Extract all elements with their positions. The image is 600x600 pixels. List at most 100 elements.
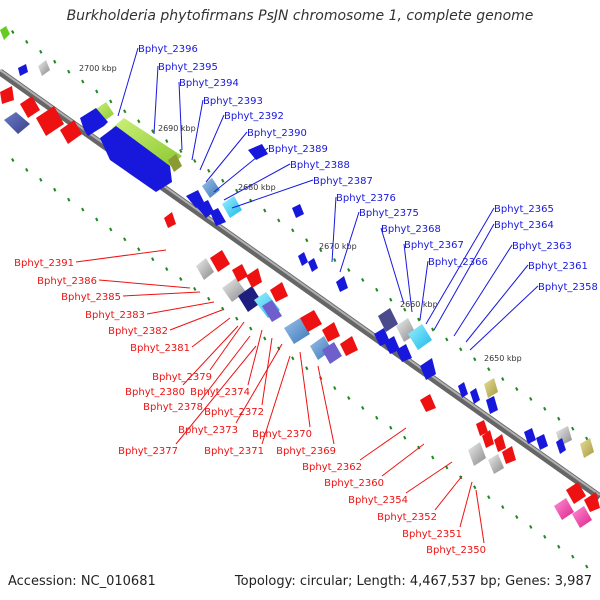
scale-tick [389,297,393,302]
feature-block [468,442,486,466]
reverse-gene-label: Bphyt_2360 [324,478,384,489]
feature-block [580,438,594,458]
scale-tick [53,187,57,192]
scale-tick [333,386,337,391]
scale-tick [53,59,57,64]
scale-tick [277,218,281,223]
reverse-gene-label: Bphyt_2354 [348,495,408,506]
forward-gene-arrow [536,434,548,450]
scale-tick [557,416,561,421]
label-leader-line [433,223,495,331]
forward-gene-arrow [186,190,204,208]
forward-gene-label: Bphyt_2367 [404,240,464,251]
label-leader-line [209,321,245,371]
feature-block [222,196,242,218]
forward-gene-labels: Bphyt_2396Bphyt_2395Bphyt_2394Bphyt_2393… [138,44,598,293]
forward-gene-arrow [486,396,498,414]
forward-gene-arrow [420,358,436,380]
label-leader-line [146,301,215,315]
feature-block [0,26,10,40]
forward-gene-label: Bphyt_2361 [528,261,588,272]
genome-backbone [0,69,600,500]
reverse-gene-label: Bphyt_2374 [190,387,250,398]
scale-tick [151,129,155,134]
feature-block [238,286,262,312]
scale-tick [333,258,337,263]
scale-tick [431,327,435,332]
reverse-gene-arrow [210,250,230,272]
forward-strand-genes [18,64,566,454]
scale-tick [515,515,519,519]
forward-gene-label: Bphyt_2375 [359,208,419,219]
reverse-gene-label: Bphyt_2385 [61,292,121,303]
label-leader-line [231,179,314,209]
position-label: 2700 kbp [79,64,117,73]
forward-gene-label: Bphyt_2396 [138,44,198,55]
label-leader-line [465,264,529,343]
reverse-gene-label: Bphyt_2391 [14,258,74,269]
forward-gene-label: Bphyt_2376 [336,193,396,204]
forward-gene-arrow [308,258,318,272]
feature-block [484,378,498,398]
label-leader-line [317,365,335,445]
scale-tick [25,167,29,172]
reverse-gene-label: Bphyt_2362 [302,462,362,473]
scale-tick [11,158,15,162]
scale-tick [11,30,15,34]
scale-tick [571,426,575,431]
reverse-gene-label: Bphyt_2377 [118,446,178,457]
label-leader-line [247,329,263,386]
reverse-gene-arrow [482,430,494,448]
scale-tick [207,168,211,173]
reverse-gene-arrow [566,482,586,504]
forward-gene-arrow [336,276,348,292]
position-label: 2690 kbp [158,124,196,133]
scale-ticks-upper [11,30,589,441]
scale-tick [571,554,575,559]
reverse-gene-label: Bphyt_2383 [85,310,145,321]
label-leader-line [299,351,311,428]
forward-gene-arrow [458,382,468,398]
reverse-gene-arrow [340,336,358,356]
label-leader-line [261,355,291,445]
label-leader-line [459,481,473,528]
scale-tick [165,139,169,144]
scale-tick [25,39,29,44]
scale-tick [347,268,351,272]
label-leader-line [200,335,251,401]
forward-gene-label: Bphyt_2395 [158,62,218,73]
reverse-gene-label: Bphyt_2378 [143,402,203,413]
scale-tick [515,387,519,391]
scale-tick [529,396,533,401]
genome-title: Burkholderia phytofirmans PsJN chromosom… [66,8,534,24]
forward-gene-label: Bphyt_2387 [313,176,373,187]
label-leader-line [235,343,283,424]
scale-tick [95,89,99,94]
forward-gene-arrow [396,344,412,362]
label-leader-line [122,291,201,297]
forward-gene-arrow [292,204,304,218]
reverse-gene-arrow [0,86,14,104]
scale-tick [319,248,323,253]
forward-gene-arrow [18,64,28,76]
reverse-gene-arrow [322,322,340,342]
label-leader-line [153,65,159,135]
reverse-gene-arrow [36,106,64,136]
scale-tick [473,485,477,490]
label-leader-line [475,489,485,544]
scale-tick [361,277,365,282]
feature-block [310,336,332,360]
reverse-gene-label: Bphyt_2352 [377,512,437,523]
forward-gene-arrow [196,200,214,218]
scale-tick [263,208,267,213]
feature-block [168,154,182,172]
label-leader-line [223,163,291,201]
forward-gene-label: Bphyt_2393 [203,96,263,107]
scale-tick [585,436,589,441]
scale-tick [67,69,71,74]
scale-tick [473,357,477,362]
forward-gene-label: Bphyt_2390 [247,128,307,139]
reverse-gene-arrow [502,446,516,464]
scale-tick [221,178,225,183]
